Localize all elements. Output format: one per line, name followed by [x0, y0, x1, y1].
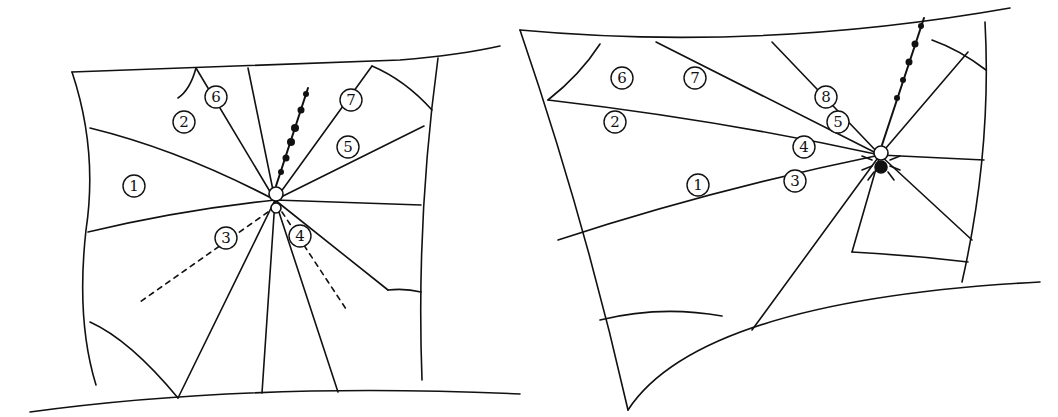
callout-number: 2 [172, 110, 196, 130]
web-thread [90, 322, 178, 398]
web-thread [262, 200, 275, 393]
callout-circle: 7 [339, 88, 363, 112]
web-thread [656, 42, 880, 155]
web-thread [30, 391, 520, 412]
web-thread [372, 66, 432, 110]
callout-number: 3 [783, 169, 807, 189]
web-thread [72, 72, 96, 385]
callout-number: 4 [792, 135, 816, 155]
callout-number: 7 [683, 66, 707, 86]
web-dashed-thread [282, 212, 348, 312]
callout-circle: 4 [288, 224, 312, 248]
web-thread [275, 126, 424, 200]
web-thread [88, 200, 275, 232]
web-thread [388, 289, 421, 292]
callout-number: 5 [826, 110, 850, 130]
callout-circle: 3 [783, 169, 807, 193]
web-thread [178, 68, 196, 98]
web-thread [520, 30, 628, 410]
web-thread [548, 100, 880, 155]
web-thread [90, 128, 275, 200]
web-thread [275, 200, 388, 290]
web-thread [72, 46, 500, 72]
web-thread [880, 52, 968, 155]
spider-thread [276, 88, 308, 186]
callout-circle: 1 [686, 173, 710, 197]
callout-number: 8 [814, 85, 838, 105]
web-thread [772, 42, 880, 155]
callout-circle: 2 [603, 110, 627, 134]
callout-number: 3 [214, 226, 238, 246]
callout-number: 1 [122, 174, 146, 194]
callout-number: 2 [603, 110, 627, 130]
callout-circle: 5 [336, 135, 360, 159]
spider [862, 146, 900, 180]
thread-beads [278, 91, 309, 175]
callout-number: 5 [336, 135, 360, 155]
callout-circle: 6 [204, 85, 228, 109]
callout-circle: 5 [826, 110, 850, 134]
thread-beads [894, 23, 924, 101]
web-thread [852, 252, 968, 262]
web-thread [275, 200, 421, 205]
spider [269, 187, 283, 213]
web-thread [178, 200, 275, 398]
callout-number: 6 [204, 85, 228, 105]
callout-circle: 8 [814, 85, 838, 109]
callout-number: 4 [288, 224, 312, 244]
web-thread [558, 155, 880, 240]
callout-circle: 1 [122, 174, 146, 198]
web-thread [248, 68, 275, 200]
callout-circle: 2 [172, 110, 196, 134]
web-dashed-thread [140, 212, 268, 302]
web-thread [628, 282, 1040, 410]
callout-circle: 4 [792, 135, 816, 159]
spider-thread [882, 18, 924, 145]
callout-number: 6 [610, 66, 634, 86]
callout-circle: 7 [683, 66, 707, 90]
callout-number: 7 [339, 88, 363, 108]
web-thread [752, 155, 880, 330]
callout-number: 1 [686, 173, 710, 193]
web-thread [520, 8, 1010, 37]
web-thread [275, 200, 338, 392]
callout-circle: 3 [214, 226, 238, 250]
callout-circle: 6 [610, 66, 634, 90]
web-thread [275, 66, 372, 200]
web-thread [932, 40, 986, 70]
web-thread [548, 44, 600, 100]
web-thread [600, 311, 722, 320]
